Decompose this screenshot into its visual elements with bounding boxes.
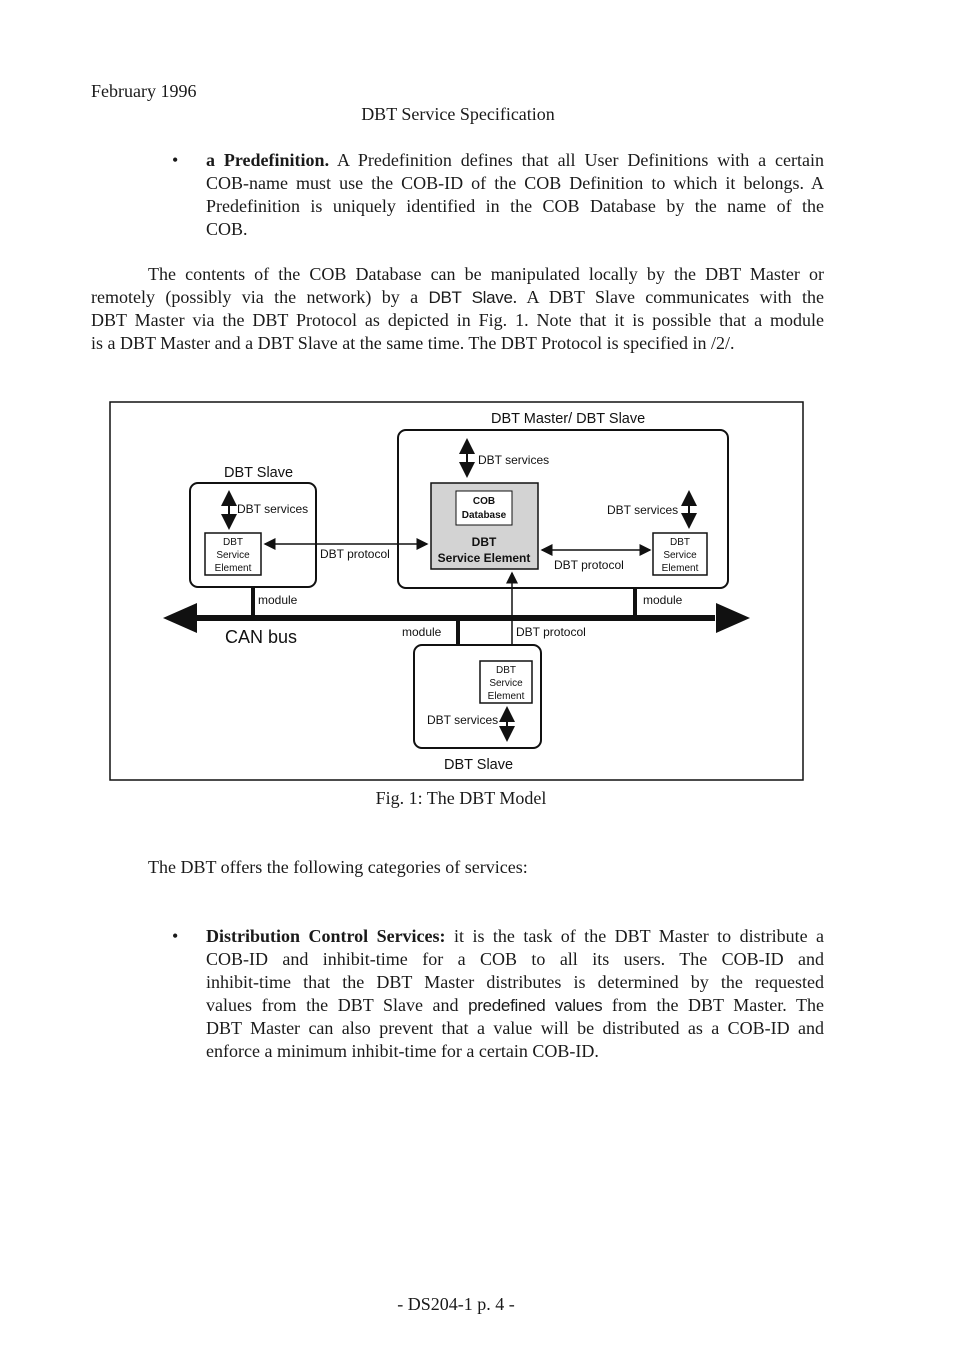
cob-database-box: [455, 490, 513, 526]
master-service-element-label: Service Element: [438, 551, 531, 565]
svg-text:Service: Service: [489, 678, 523, 689]
label-services-bottom: DBT services: [427, 713, 498, 727]
bullet-marker: •: [172, 150, 179, 170]
label-protocol-internal: DBT protocol: [554, 558, 624, 572]
left-slave-service-element: [204, 532, 262, 576]
can-bus-label: CAN bus: [225, 627, 297, 647]
header-title: DBT Service Specification: [361, 104, 555, 124]
svg-text:Element: Element: [488, 691, 525, 702]
left-module-label: module: [258, 593, 298, 607]
paragraph-categories: The DBT offers the following categories …: [148, 857, 528, 877]
figure-caption: Fig. 1: The DBT Model: [375, 788, 547, 808]
master-dbt-label: DBT: [472, 535, 497, 549]
bullet-term-2: Distribution Control Services:: [206, 926, 446, 946]
label-protocol-left: DBT protocol: [320, 547, 390, 561]
svg-text:Element: Element: [662, 563, 699, 574]
bottom-slave-title: DBT Slave: [444, 757, 513, 773]
right-module-connector: [633, 588, 637, 616]
can-bus: [163, 603, 750, 633]
svg-text:DBT: DBT: [670, 537, 690, 548]
bottom-module-connector: [456, 620, 460, 644]
svg-text:DBT: DBT: [223, 537, 243, 548]
left-slave-title: DBT Slave: [224, 465, 293, 481]
master-module-title: DBT Master/ DBT Slave: [491, 411, 645, 427]
label-services-left: DBT services: [237, 502, 308, 516]
paragraph-cob-database: The contents of the COB Database can be …: [91, 264, 825, 353]
label-services-master: DBT services: [478, 453, 549, 467]
page-number: - DS204-1 p. 4 -: [397, 1294, 515, 1314]
bullet-predefinition: a Predefinition. A Predefinition defines…: [206, 150, 824, 239]
figure-frame: [109, 401, 804, 781]
emphasis-dbt-slave: DBT Slave: [428, 288, 513, 307]
header-date: February 1996: [91, 81, 197, 101]
bullet-term: a Predefinition.: [206, 150, 330, 170]
label-protocol-bottom: DBT protocol: [516, 625, 586, 639]
bullet-marker-2: •: [172, 926, 179, 946]
svg-text:Element: Element: [215, 563, 252, 574]
svg-text:Service: Service: [216, 550, 250, 561]
left-module-connector: [251, 588, 255, 616]
svg-text:Service: Service: [663, 550, 697, 561]
emphasis-predefined-values: predefined values: [468, 996, 603, 1015]
right-module-label: module: [643, 593, 683, 607]
svg-text:DBT: DBT: [496, 665, 516, 676]
database-label: Database: [462, 510, 507, 521]
dbt-model-diagram: CAN bus DBT Master/ DBT Slave DBT servic…: [109, 401, 804, 781]
cob-label: COB: [473, 496, 495, 507]
label-services-master-right: DBT services: [607, 503, 678, 517]
bottom-slave-service-element: [479, 660, 533, 704]
bullet-distribution-control: Distribution Control Services: it is the…: [206, 926, 825, 1061]
bottom-module-label: module: [402, 625, 442, 639]
master-right-service-element: [652, 532, 708, 576]
